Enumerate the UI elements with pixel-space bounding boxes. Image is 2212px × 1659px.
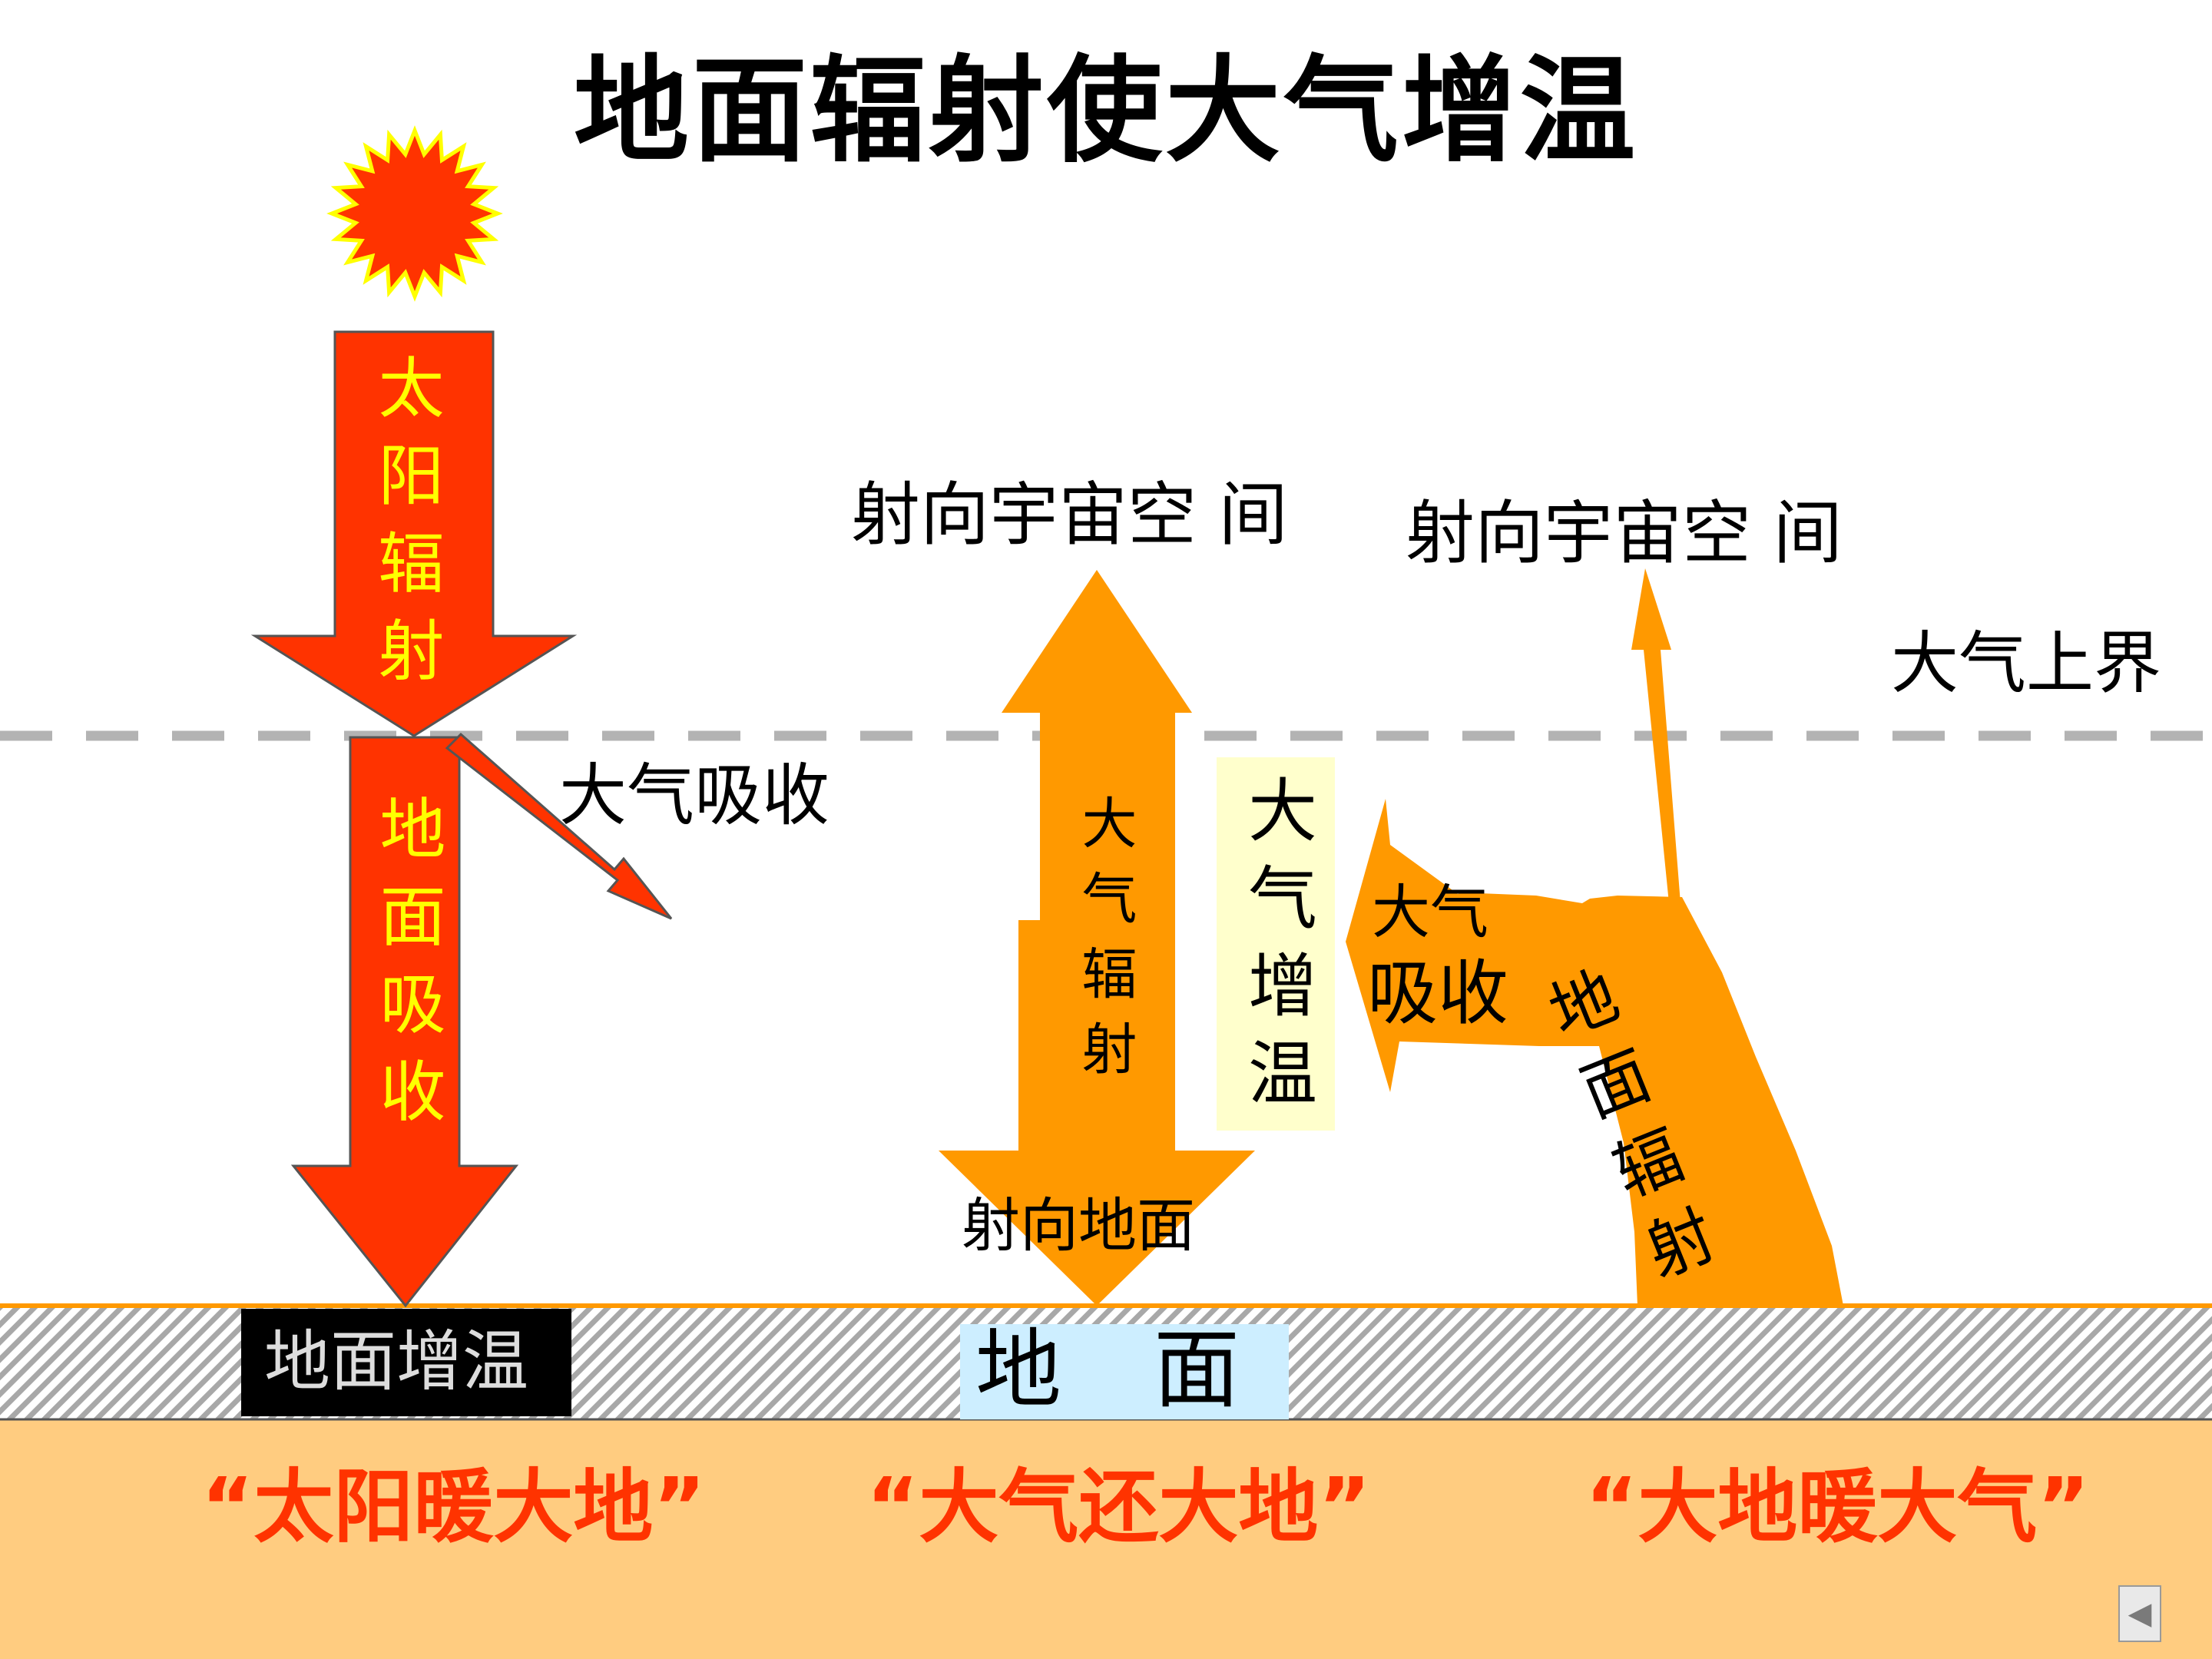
atmosphere-absorb-label-line1: 大气: [1372, 878, 1488, 946]
saying-atmosphere-returns-earth: “大气还大地”: [866, 1460, 1371, 1554]
page-title: 地面辐射使大气增温: [573, 45, 1638, 178]
saying-earth-warms-atmosphere: “大地暖大气”: [1585, 1460, 2090, 1554]
ground-radiation-to-space-arrow: [1631, 568, 1681, 903]
sun-icon: [326, 125, 503, 302]
atmosphere-warming-box: [1217, 757, 1335, 1131]
solar-radiation-arrow: [250, 330, 578, 737]
ground-warming-box: [241, 1309, 571, 1416]
back-button[interactable]: ◀: [2118, 1585, 2161, 1642]
ground-radiation-arrow: [1346, 799, 1843, 1306]
ground-absorb-label: 地面吸收: [368, 794, 445, 1144]
saying-sun-warms-earth: “太阳暖大地”: [201, 1460, 706, 1554]
atmosphere-radiation-arrow: [939, 570, 1255, 1306]
atmosphere-radiation-label: 大气辐射: [1072, 794, 1137, 1095]
atmosphere-absorb-small-label: 大气吸收: [559, 756, 830, 835]
to-space-label-1: 射向宇宙空 间: [851, 475, 1288, 555]
to-space-label-2: 射向宇宙空 间: [1406, 493, 1843, 574]
ground-absorb-arrow: [290, 736, 519, 1308]
solar-radiation-label: 太阳辐射: [366, 353, 443, 704]
atmosphere-warming-label: 大气增温: [1236, 774, 1316, 1124]
atmosphere-absorb-small-arrow: [445, 732, 673, 920]
saying-band: [0, 1419, 2212, 1659]
atmosphere-top-label: 大气上界: [1891, 624, 2162, 703]
ground-label: 地面: [975, 1320, 1332, 1420]
ground-box: [960, 1324, 1289, 1419]
back-arrow-icon: ◀: [2128, 1596, 2152, 1631]
atmosphere-absorb-label-line2: 吸收: [1367, 952, 1509, 1035]
to-ground-label: 射向地面: [962, 1191, 1195, 1260]
ground-warming-label: 地面增温: [264, 1323, 528, 1400]
